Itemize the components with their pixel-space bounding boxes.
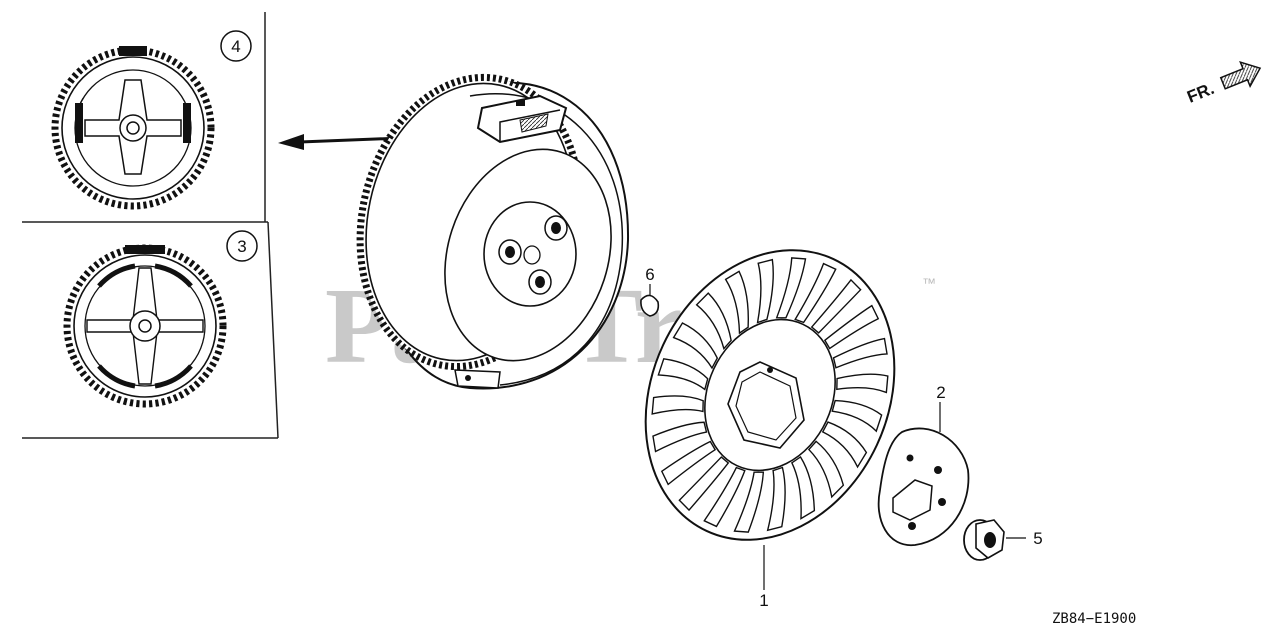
woodruff-key[interactable] xyxy=(640,284,660,317)
fan-blade xyxy=(775,257,807,319)
callout-2[interactable]: 2 xyxy=(936,383,946,432)
fan-blade xyxy=(756,258,774,324)
fan-blade xyxy=(695,292,732,351)
fan-blade xyxy=(807,440,845,499)
fan-blade xyxy=(790,455,816,520)
fan-blade xyxy=(821,421,868,469)
callout-6-label: 6 xyxy=(645,265,654,284)
flange-nut[interactable] xyxy=(963,519,1026,561)
fan-blade xyxy=(651,395,704,415)
callout-1[interactable]: 1 xyxy=(759,545,769,610)
callout-5-label: 5 xyxy=(1033,529,1042,548)
fan-blade xyxy=(657,358,709,391)
fan-blade xyxy=(831,399,883,433)
fan-blade xyxy=(672,322,719,370)
callout-3-label: 3 xyxy=(237,237,246,256)
fan-blade xyxy=(660,440,717,486)
callout-3[interactable]: 3 xyxy=(226,230,258,262)
fan-blade xyxy=(810,278,862,334)
trademark-symbol: ™ xyxy=(922,275,936,291)
fan-blade xyxy=(766,466,786,532)
drawing-code: ZB84−E1900 xyxy=(1052,611,1136,627)
fan-plate[interactable] xyxy=(877,427,970,546)
cooling-fan[interactable] xyxy=(600,209,941,581)
fan-blade xyxy=(836,373,889,394)
fan-blade xyxy=(733,471,765,533)
fan-blade xyxy=(724,270,750,335)
front-indicator-label: FR. xyxy=(1184,79,1217,107)
callout-6[interactable]: 6 xyxy=(645,265,654,284)
fan-blade xyxy=(832,337,888,369)
fan-blade xyxy=(794,262,837,324)
flywheel-main[interactable] xyxy=(334,57,637,390)
callout-4-label: 4 xyxy=(231,37,240,56)
flywheel-variant-4[interactable] xyxy=(51,46,215,210)
fan-blade xyxy=(678,456,730,512)
front-indicator: FR. xyxy=(1184,60,1262,107)
inset-frame xyxy=(22,12,279,439)
callout-5[interactable]: 5 xyxy=(1033,529,1042,548)
fan-blade xyxy=(652,421,708,453)
fan-blade xyxy=(823,304,880,350)
fan-blade xyxy=(703,466,746,528)
callout-1-label: 1 xyxy=(759,591,768,610)
callout-2-label: 2 xyxy=(936,383,945,402)
callout-4[interactable]: 4 xyxy=(220,30,252,62)
flywheel-variant-3[interactable] xyxy=(63,244,227,408)
